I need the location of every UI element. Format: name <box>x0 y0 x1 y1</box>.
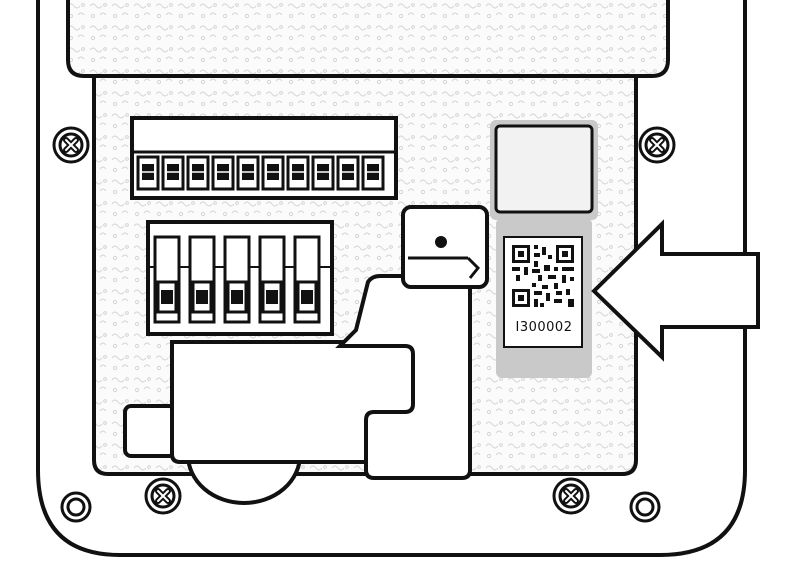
terminal-slot <box>186 155 210 191</box>
terminal-slot <box>286 155 310 191</box>
terminal-slot <box>236 155 260 191</box>
qr-code-icon <box>512 245 574 307</box>
upper-terminal-block <box>130 116 398 200</box>
mounting-hole-icon <box>629 491 661 523</box>
terminal-slot <box>293 235 321 324</box>
terminal-slot <box>261 155 285 191</box>
connector-tab <box>123 404 177 458</box>
terminal-slot <box>136 155 160 191</box>
terminal-slot <box>161 155 185 191</box>
phillips-screw-icon <box>144 477 182 515</box>
terminal-slot <box>188 235 216 324</box>
terminal-slot <box>258 235 286 324</box>
terminal-slot <box>336 155 360 191</box>
terminal-slot <box>311 155 335 191</box>
mounting-hole-icon <box>60 491 92 523</box>
top-cover-panel <box>66 0 670 78</box>
lower-terminal-block <box>146 220 334 336</box>
terminal-slot <box>153 235 181 324</box>
indicator-button <box>401 205 489 289</box>
battery-holder <box>186 454 302 505</box>
phillips-screw-icon <box>638 126 676 164</box>
phillips-screw-icon <box>552 477 590 515</box>
serial-number-label: I300002 <box>515 320 573 335</box>
pointer-arrow-icon <box>591 219 760 362</box>
indicator-dot-icon <box>435 236 447 248</box>
terminal-slot <box>223 235 251 324</box>
terminal-slot <box>211 155 235 191</box>
phillips-screw-icon <box>52 126 90 164</box>
terminal-slot <box>361 155 385 191</box>
